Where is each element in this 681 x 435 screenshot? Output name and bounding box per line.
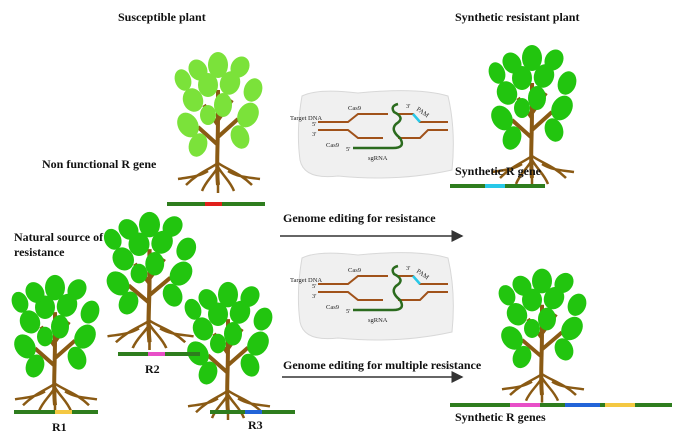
gene-bar-r1: [14, 410, 98, 414]
label-r2: R2: [145, 362, 160, 376]
label-non-functional: Non functional R gene: [42, 157, 157, 171]
svg-text:3': 3': [312, 293, 316, 300]
gene-bar-multi: [450, 403, 672, 407]
gene-bar-synthetic: [450, 184, 545, 188]
svg-text:Cas9: Cas9: [326, 304, 339, 311]
gene-bar-r3: [210, 410, 295, 414]
susceptible-plant: [169, 50, 268, 195]
title-susceptible: Susceptible plant: [118, 10, 206, 24]
plant-r1: [6, 272, 105, 416]
svg-text:Target DNA: Target DNA: [290, 115, 322, 122]
svg-text:Cas9: Cas9: [348, 105, 361, 112]
crispr-panel-1: Target DNA Cas9 Cas9 sgRNA PAM 5' 3' 5' …: [290, 89, 455, 180]
svg-text:5': 5': [312, 121, 316, 128]
crispr-panel-2: Target DNA Cas9 Cas9 sgRNA PAM 5' 3' 5' …: [290, 251, 455, 342]
synthetic-multi-resistant-plant: [493, 266, 592, 405]
gene-bar-r2: [118, 352, 200, 356]
svg-text:Cas9: Cas9: [348, 267, 361, 274]
plant-r3: [179, 279, 278, 423]
svg-text:3': 3': [406, 265, 410, 272]
svg-text:5': 5': [346, 308, 350, 315]
svg-text:Target DNA: Target DNA: [290, 277, 322, 284]
svg-text:3': 3': [406, 103, 410, 110]
label-synthetic-genes: Synthetic R genes: [455, 410, 546, 424]
svg-text:sgRNA: sgRNA: [368, 155, 388, 162]
svg-text:3': 3': [312, 131, 316, 138]
label-editing-single: Genome editing for resistance: [283, 211, 436, 225]
svg-text:Cas9: Cas9: [326, 142, 339, 149]
label-r3: R3: [248, 418, 263, 432]
label-r1: R1: [52, 420, 67, 434]
svg-text:5': 5': [312, 283, 316, 290]
label-natural-source: Natural source of resistance: [14, 230, 104, 259]
title-resistant: Synthetic resistant plant: [455, 10, 580, 24]
label-editing-multiple: Genome editing for multiple resistance: [283, 358, 482, 372]
gene-bar-nonfunctional: [167, 202, 265, 206]
svg-text:5': 5': [346, 146, 350, 153]
svg-text:sgRNA: sgRNA: [368, 317, 388, 324]
label-synthetic-gene: Synthetic R gene: [455, 164, 541, 178]
